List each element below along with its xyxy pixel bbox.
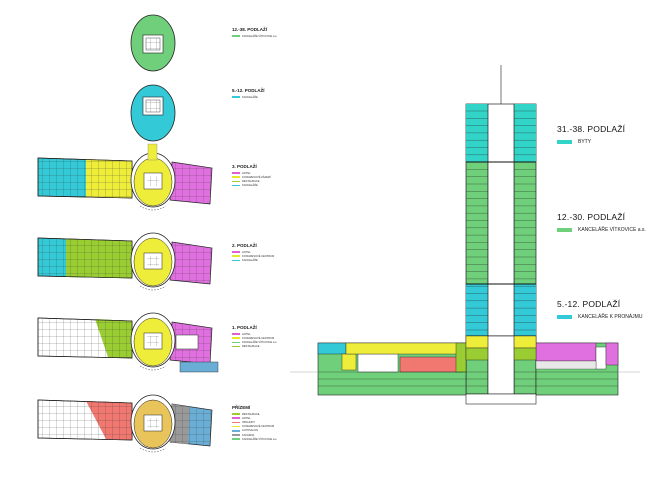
legend-swatch [557,315,572,319]
legend-swatch [232,417,240,420]
legend-text: BYTY [578,139,592,145]
legend-item: RESTAURACE [232,412,277,416]
plan-legend-ground-floor: RESTAURACE HOTEL OBCHODY KONGRESOVÉ CENT… [232,412,277,441]
legend-swatch [232,176,240,179]
legend-swatch [557,140,572,144]
legend-item: KONGRESOVÉ ZÁZEMÍ [232,175,271,179]
legend-text: KANCELÁŘE VÍTKOVICE a.s. [578,227,646,233]
legend-text: AUTOSALON [242,429,258,433]
legend-swatch [232,184,240,187]
plan-floor-2 [37,232,213,291]
section-title-floors-31-38: 31.-38. PODLAŽÍ [557,124,626,134]
legend-text: RESTAURACE [242,412,260,416]
legend-swatch [232,172,240,174]
legend-swatch [232,345,240,348]
legend-item: HOTEL [232,250,274,254]
legend-item: KANCELÁŘE VÍTKOVICE a.s. [232,34,277,38]
legend-item: KONGRESOVÉ CENTRUM [232,425,277,429]
legend-text: KONGRESOVÉ CENTRUM [242,425,275,429]
legend-item: HOTEL [232,171,271,175]
legend-text: HOTEL [242,250,251,254]
plan-title-floor-1: 1. PODLAŽÍ [232,325,257,330]
legend-text: KONGRESOVÉ CENTRUM [242,254,275,258]
plan-legend-floors-12-38: KANCELÁŘE VÍTKOVICE a.s. [232,34,277,38]
plan-floor-3 [37,143,213,211]
legend-item: AUTOSALON [232,429,277,433]
plan-legend-floors-5-12: KANCELÁŘE [232,95,258,99]
legend-text: KONGRESOVÉ ZÁZEMÍ [242,175,271,179]
legend-text: HOTEL [242,332,251,336]
plan-floor-1 [37,312,219,373]
legend-text: KANCELÁŘE VÍTKOVICE a.s. [242,340,278,344]
legend-text: KANCELÁŘE [242,95,258,99]
legend-swatch [232,35,240,37]
legend-swatch [232,425,240,428]
legend-swatch [232,438,240,441]
legend-item: KANCELÁŘE [232,258,274,262]
plan-ground-floor [37,394,213,453]
legend-item: KAVÁRNA [232,433,277,437]
legend-swatch [232,96,240,98]
legend-item: KANCELÁŘE [232,184,271,188]
legend-swatch [232,180,240,183]
section-legend-floors-5-12: KANCELÁŘE K PRONÁJMU [557,314,642,320]
legend-text: OBCHODY [242,420,256,424]
legend-swatch [232,259,240,262]
legend-item: OBCHODY [232,420,277,424]
plan-title-floor-2: 2. PODLAŽÍ [232,243,257,248]
legend-swatch [232,421,240,424]
legend-item: KANCELÁŘE VÍTKOVICE a.s. [232,437,277,441]
legend-swatch [232,341,240,344]
legend-item: RESTAURACE [232,345,277,349]
plan-legend-floor-2: HOTEL KONGRESOVÉ CENTRUM KANCELÁŘE [232,250,274,263]
plan-title-ground-floor: PŘÍZEMÍ [232,405,251,410]
legend-swatch [232,333,240,335]
plan-legend-floor-3: HOTEL KONGRESOVÉ ZÁZEMÍ RESTAURACE KANCE… [232,171,271,188]
section-legend-floors-12-30: KANCELÁŘE VÍTKOVICE a.s. [557,227,646,233]
plan-legend-floor-1: HOTEL KONGRESOVÉ CENTRUM KANCELÁŘE VÍTKO… [232,332,277,349]
legend-text: HOTEL [242,416,251,420]
legend-text: KANCELÁŘE VÍTKOVICE a.s. [242,34,278,38]
legend-swatch [232,413,240,415]
plan-floors-12-38 [130,14,176,72]
plan-title-floors-12-38: 12.-38. PODLAŽÍ [232,27,268,32]
legend-swatch [232,430,240,432]
legend-text: KANCELÁŘE VÍTKOVICE a.s. [242,437,278,441]
legend-text: KAVÁRNA [242,433,255,437]
legend-text: KANCELÁŘE [242,184,258,188]
building-section [290,65,640,405]
section-legend-floors-31-38: BYTY [557,139,591,145]
legend-text: RESTAURACE [242,345,260,349]
legend-swatch [232,255,240,258]
legend-text: HOTEL [242,171,251,175]
plan-floors-5-12 [130,84,176,142]
section-title-floors-12-30: 12.-30. PODLAŽÍ [557,212,626,222]
plan-title-floor-3: 3. PODLAŽÍ [232,164,257,169]
legend-item: KONGRESOVÉ CENTRUM [232,254,274,258]
plan-title-floors-5-12: 5.-12. PODLAŽÍ [232,88,265,93]
legend-item: KANCELÁŘE VÍTKOVICE a.s. [232,340,277,344]
legend-item: KANCELÁŘE [232,95,258,99]
legend-text: KANCELÁŘE K PRONÁJMU [578,314,643,320]
legend-item: RESTAURACE [232,179,271,183]
legend-swatch [232,251,240,253]
legend-swatch [232,337,240,340]
legend-text: RESTAURACE [242,179,260,183]
legend-swatch [557,228,572,232]
legend-item: HOTEL [232,416,277,420]
legend-item: HOTEL [232,332,277,336]
legend-item: KONGRESOVÉ CENTRUM [232,336,277,340]
legend-text: KANCELÁŘE [242,258,258,262]
section-title-floors-5-12: 5.-12. PODLAŽÍ [557,299,621,309]
legend-swatch [232,434,240,436]
legend-text: KONGRESOVÉ CENTRUM [242,336,275,340]
